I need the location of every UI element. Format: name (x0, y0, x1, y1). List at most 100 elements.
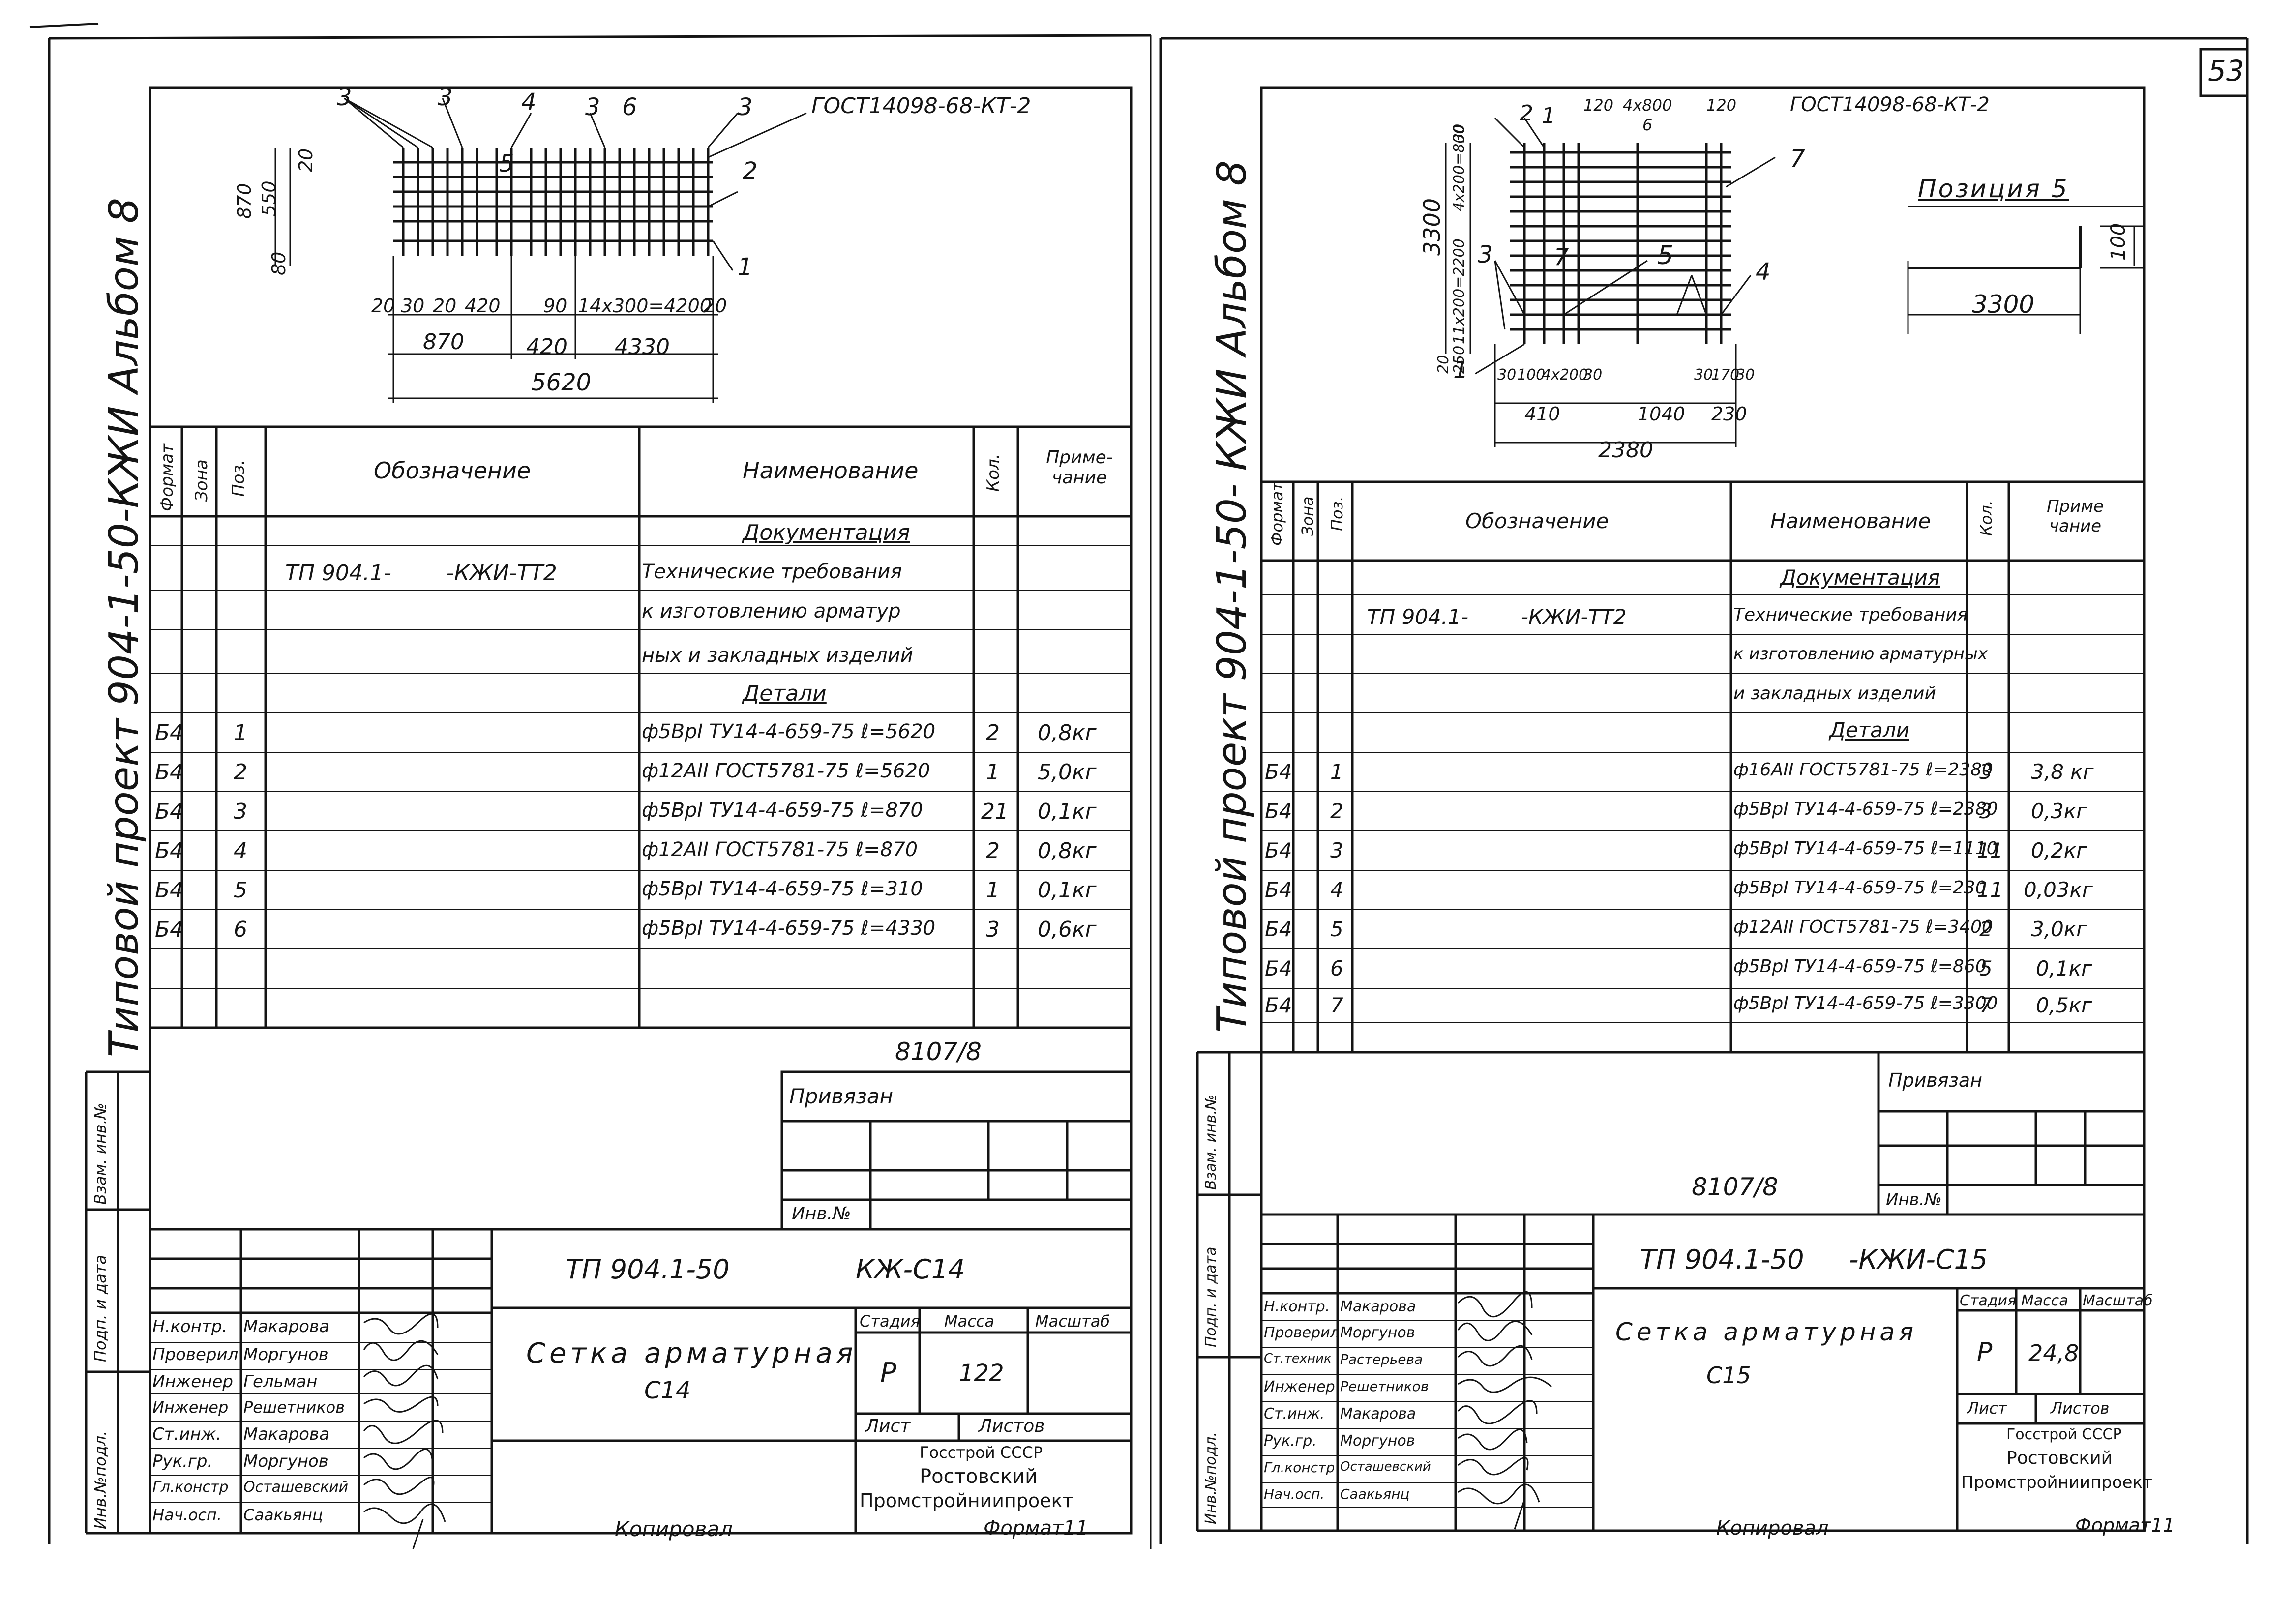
dim-bottom: 20 (371, 295, 395, 317)
stage-header: Масштаб (1035, 1312, 1110, 1331)
col-header-note: Приме-чание (1046, 447, 1113, 488)
role: Рук.гр. (152, 1452, 213, 1471)
spec-qty: 3 (1979, 760, 1993, 784)
dim-bottom: 420 (465, 295, 501, 317)
role-name: Макарова (243, 1317, 329, 1336)
spec-name: ф12АII ГОСТ5781-75 ℓ=870 (642, 838, 918, 861)
sheet-label: Лист (1967, 1399, 2007, 1418)
spec-pos: 6 (234, 917, 247, 942)
spec-format: Б4 (1265, 760, 1292, 784)
dim-bottom: 4х200 (1542, 366, 1588, 384)
position-mark: 3 (438, 84, 453, 111)
project-code: ТП 904.1-50 (566, 1254, 730, 1285)
spec-note: 0,6кг (1038, 917, 1097, 942)
spec-name: ф5ВрI ТУ14-4-659-75 ℓ=3300 (1733, 993, 1998, 1013)
role: Проверил (152, 1345, 239, 1364)
subtitle: С15 (1706, 1362, 1751, 1389)
spec-name: ф5ВрI ТУ14-4-659-75 ℓ=310 (642, 878, 923, 900)
dim-total: 2380 (1598, 438, 1653, 463)
spec-qty: 2 (986, 838, 1000, 863)
spec-name: ф5ВрI ТУ14-4-659-75 ℓ=860 (1733, 956, 1987, 977)
spec-format: Б4 (1265, 838, 1292, 862)
right-sheet-frame (1159, 37, 2249, 1544)
role: Нач.осп. (1264, 1486, 1325, 1502)
position5-title: Позиция 5 (1918, 175, 2069, 203)
position-mark: 2 (743, 157, 758, 185)
spec-pos: 3 (234, 799, 247, 824)
role-name: Моргунов (1340, 1432, 1415, 1450)
role-name: Макарова (1340, 1405, 1416, 1422)
spec-name: ф5ВрI ТУ14-4-659-75 ℓ=5620 (642, 720, 936, 743)
spec-pos: 2 (234, 760, 247, 785)
spec-note: 0,1кг (2036, 956, 2092, 980)
spec-name: ф5ВрI ТУ14-4-659-75 ℓ=1110 (1733, 838, 1998, 859)
dim-bottom: 30 (1497, 366, 1517, 384)
privyazan-label: Привязан (789, 1084, 894, 1108)
spec-format: Б4 (1265, 956, 1292, 980)
dim-top: 6 (1642, 116, 1653, 134)
position-mark: 4 (521, 89, 537, 116)
title: Сетка арматурная (1615, 1318, 1918, 1346)
spec-pos: 6 (1330, 956, 1343, 980)
spec-format: Б4 (155, 720, 184, 745)
spec-pos: 4 (1330, 878, 1343, 902)
spec-format: Б4 (155, 878, 184, 903)
role: Рук.гр. (1264, 1432, 1317, 1450)
sheet-code: 8107/8 (1692, 1173, 1778, 1201)
spec-name: Документация (1780, 565, 1940, 590)
dim-top: 120 (1583, 96, 1614, 115)
dim-group: 1040 (1638, 403, 1685, 425)
role: Ст.инж. (152, 1424, 222, 1444)
dim-bottom: 20 (703, 295, 727, 317)
dim-bottom: 30 (1736, 366, 1755, 384)
position-mark: 3 (585, 93, 600, 121)
spec-qty: 3 (986, 917, 1000, 942)
spec-name: Технические требования (642, 561, 902, 583)
right-mesh-drawing (1510, 143, 1731, 344)
dim-bottom: 30 (401, 295, 425, 317)
right-signatures (1457, 1291, 1552, 1530)
spec-format: Б4 (1265, 917, 1292, 941)
spec-name: ных и закладных изделий (642, 644, 913, 667)
sheet-code: 8107/8 (895, 1037, 982, 1066)
left-sheet: Типовой проект 904-1-50-КЖИ Альбом 8 ГОС… (48, 34, 1151, 1549)
role-name: Осташевский (243, 1479, 349, 1496)
stage-header: Масштаб (2083, 1292, 2153, 1309)
spec-note: 0,1кг (1038, 878, 1097, 903)
role-name: Решетников (243, 1398, 345, 1417)
role-name: Саакьянц (1340, 1486, 1410, 1502)
drawing-code: -КЖИ-С15 (1849, 1244, 1988, 1275)
position-mark: 2 (1520, 101, 1533, 126)
copied-label: Копировал (1716, 1517, 1829, 1540)
dim-bottom: 170 (1711, 366, 1740, 384)
spec-name: ф12АII ГОСТ5781-75 ℓ=5620 (642, 760, 930, 782)
org-line: Ростовский (2006, 1448, 2113, 1468)
col-header-name: Наименование (1770, 509, 1931, 533)
role-name: Моргунов (243, 1345, 328, 1364)
spec-name: и закладных изделий (1733, 683, 1936, 704)
spec-name: к изготовлению арматур (642, 600, 901, 622)
left-signatures (363, 1313, 446, 1549)
dim-group: 870 (423, 329, 464, 355)
position-mark: 5 (499, 150, 514, 178)
format-label: Формат11 (984, 1517, 1089, 1540)
spec-name: к изготовлению арматурных (1733, 644, 1988, 664)
position-mark: 4 (1756, 258, 1771, 286)
page-number: 53 (2208, 54, 2244, 88)
spec-name: Детали (1829, 718, 1909, 742)
spec-qty: 1 (986, 878, 1000, 903)
position-mark: 6 (622, 93, 637, 121)
stage-value: Р (1977, 1337, 1993, 1367)
role: Н.контр. (1264, 1298, 1330, 1315)
dim-top: 120 (1706, 96, 1737, 115)
spec-pos: 2 (1330, 799, 1343, 823)
gost-label: ГОСТ14098-68-КТ-2 (811, 93, 1031, 119)
spec-pos: 5 (1330, 917, 1343, 941)
inv-no-label: Инв.№ (1886, 1190, 1942, 1210)
stage-header: Масса (2021, 1292, 2068, 1309)
dim-group: 230 (1711, 403, 1747, 425)
role: Инженер (1264, 1378, 1335, 1395)
subtitle: С14 (644, 1377, 691, 1404)
spec-name: ф12АII ГОСТ5781-75 ℓ=3400 (1733, 917, 1993, 937)
position-mark: 7 (1790, 145, 1805, 173)
